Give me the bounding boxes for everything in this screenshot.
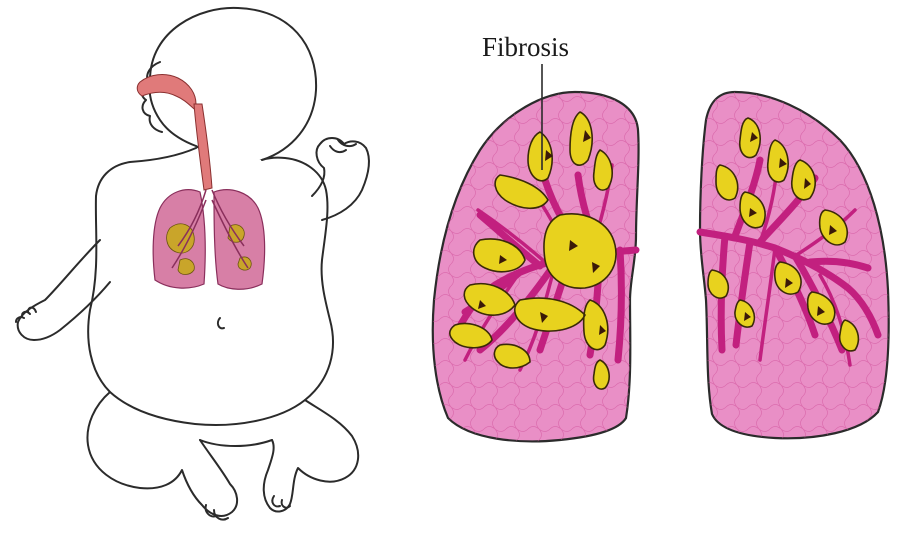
infant-torso xyxy=(88,148,333,425)
detailed-lung-right xyxy=(700,92,889,438)
fibrosis-label: Fibrosis xyxy=(482,32,569,62)
infant-right-foot xyxy=(272,496,290,508)
infant-right-leg xyxy=(264,400,358,511)
detailed-lung-left xyxy=(433,92,639,441)
infant-crotch xyxy=(200,440,272,446)
